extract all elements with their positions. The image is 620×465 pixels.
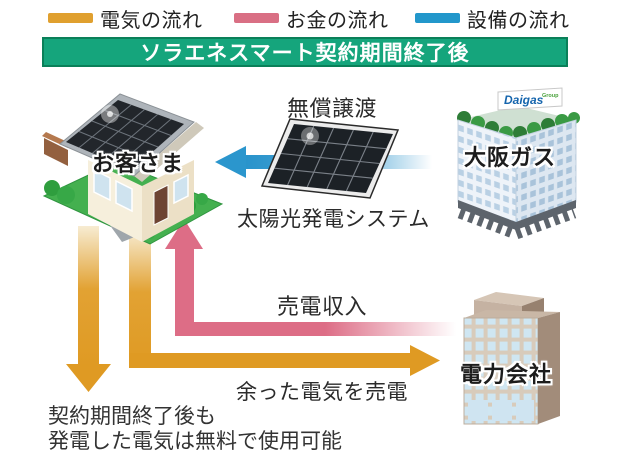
title-banner: ソラエネスマート契約期間終了後 bbox=[42, 37, 568, 67]
equipment-flow-swatch bbox=[415, 13, 460, 23]
legend-label-money: お金の流れ bbox=[286, 9, 389, 32]
legend-label-electricity: 電気の流れ bbox=[100, 9, 203, 32]
legend-item-equipment: 設備の流れ bbox=[415, 6, 570, 32]
rooftop-sign bbox=[497, 87, 563, 111]
equipment-transfer-label: 無償譲渡 bbox=[287, 96, 378, 121]
money-flow-swatch bbox=[234, 13, 279, 23]
legend-item-electricity: 電気の流れ bbox=[48, 6, 203, 32]
solar-panel bbox=[260, 118, 400, 199]
free-use-electricity-arrow bbox=[66, 226, 111, 392]
solar-system-label: 太陽光発電システム bbox=[237, 208, 430, 231]
osaka-gas-building: Daigas Group bbox=[457, 87, 580, 240]
free-use-note-line2: 発電した電気は無料で使用可能 bbox=[48, 430, 342, 453]
rooftop-sign-brand-text: Daigas bbox=[504, 93, 544, 107]
sale-income-label: 売電収入 bbox=[277, 294, 368, 319]
legend-label-equipment: 設備の流れ bbox=[467, 9, 570, 32]
surplus-sale-arrow bbox=[129, 230, 440, 376]
rooftop-sign-suffix-text: Group bbox=[542, 93, 559, 99]
title-banner-text: ソラエネスマート契約期間終了後 bbox=[140, 42, 470, 65]
electricity-flow-swatch bbox=[48, 13, 93, 23]
surplus-sale-label: 余った電気を売電 bbox=[236, 381, 408, 404]
power-company-label: 電力会社 bbox=[460, 362, 553, 387]
free-use-note: 契約期間終了後も 発電した電気は無料で使用可能 bbox=[48, 404, 342, 454]
free-use-note-line1: 契約期間終了後も bbox=[48, 405, 216, 428]
osaka-gas-label: 大阪ガス bbox=[464, 145, 557, 170]
legend-item-money: お金の流れ bbox=[234, 6, 389, 32]
money-flow-arrow bbox=[165, 219, 456, 336]
power-company-building bbox=[463, 292, 560, 425]
customer-house bbox=[42, 93, 224, 245]
customer-label: お客さま bbox=[92, 151, 185, 176]
